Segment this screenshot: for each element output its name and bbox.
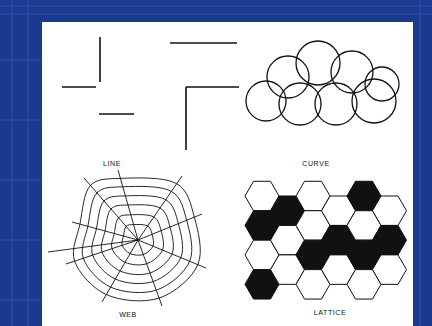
figure-caption: CURVE xyxy=(302,160,329,167)
web-ring xyxy=(112,215,164,265)
web-ring xyxy=(73,178,200,301)
web-ring xyxy=(82,186,192,292)
hexagon-cell xyxy=(373,196,407,225)
white-panel xyxy=(42,22,413,326)
figure-caption: LINE xyxy=(103,160,121,167)
lattice-sketch xyxy=(245,181,407,299)
line-sketch xyxy=(62,37,239,150)
web-ring xyxy=(101,205,173,275)
web-ring xyxy=(122,224,154,255)
web-ring xyxy=(92,196,183,284)
figure-caption: WEB xyxy=(119,311,137,318)
web-sketch xyxy=(48,170,206,306)
hexagon-cell xyxy=(373,225,407,254)
curve-sketch xyxy=(246,41,399,125)
figure-caption: LATTICE xyxy=(314,309,346,316)
hexagon-cell xyxy=(373,255,407,284)
